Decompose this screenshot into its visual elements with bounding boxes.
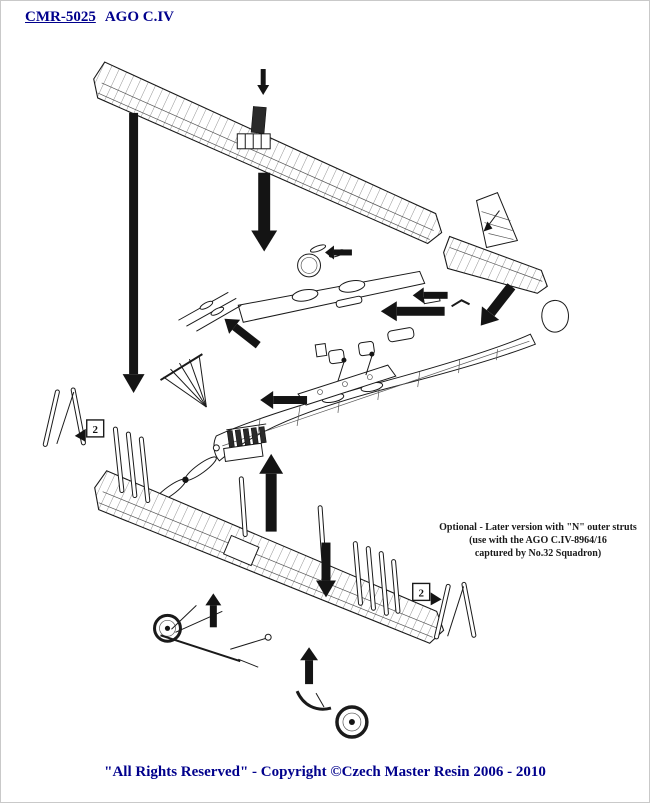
kit-name: AGO C.IV	[104, 9, 174, 25]
callout-right-label: 2	[418, 587, 423, 599]
top-wing	[93, 61, 443, 245]
optional-note-line1: Optional - Later version with "N" outer …	[439, 522, 637, 533]
gun-ring	[297, 253, 322, 278]
interplane-struts-left	[112, 426, 151, 504]
arrow-center-down	[251, 172, 278, 252]
fuselage-decking	[237, 270, 426, 323]
arrow-cabane-diag	[224, 318, 261, 349]
optional-note-line2: (use with the AGO C.IV-8964/16	[469, 535, 607, 546]
tail-surfaces	[443, 192, 569, 333]
wing-center-section	[236, 106, 271, 150]
arrow-top-small	[257, 69, 270, 95]
landing-gear	[153, 605, 272, 668]
callout-right: 2	[412, 582, 442, 606]
assembly-arrows	[122, 69, 516, 685]
lower-wing	[94, 470, 445, 644]
cabane-struts	[159, 353, 207, 408]
strut-rods	[178, 291, 242, 332]
header: CMR-5025 AGO C.IV	[25, 9, 174, 26]
arrow-gear-up	[205, 593, 222, 628]
n-struts-right	[434, 581, 477, 640]
arrow-engine-left	[260, 391, 308, 409]
arrow-cockpit-left	[380, 301, 445, 322]
optional-note-line3: captured by No.32 Squadron)	[474, 548, 602, 559]
n-struts-left	[42, 387, 86, 447]
main-wheel-right	[335, 705, 369, 739]
footer: "All Rights Reserved" - Copyright ©Czech…	[1, 764, 649, 781]
callout-left: 2	[74, 419, 105, 442]
engine	[223, 423, 267, 462]
center-struts	[238, 476, 327, 564]
interplane-struts-right	[352, 541, 401, 616]
arrow-skid-up	[300, 647, 319, 685]
arrow-deck-left	[412, 287, 448, 304]
arrow-ring-left	[325, 245, 352, 260]
tailskid	[295, 690, 332, 711]
kit-number: CMR-5025	[25, 9, 96, 25]
callout-left-label: 2	[92, 424, 97, 436]
optional-note: Optional - Later version with "N" outer …	[431, 521, 645, 560]
arrow-center-up	[259, 453, 284, 532]
arrow-left-long-down	[122, 112, 145, 394]
arrow-lower-right-down	[316, 542, 336, 598]
copyright-text: "All Rights Reserved" - Copyright ©Czech…	[104, 764, 546, 780]
arrow-tail-diag	[480, 283, 516, 326]
